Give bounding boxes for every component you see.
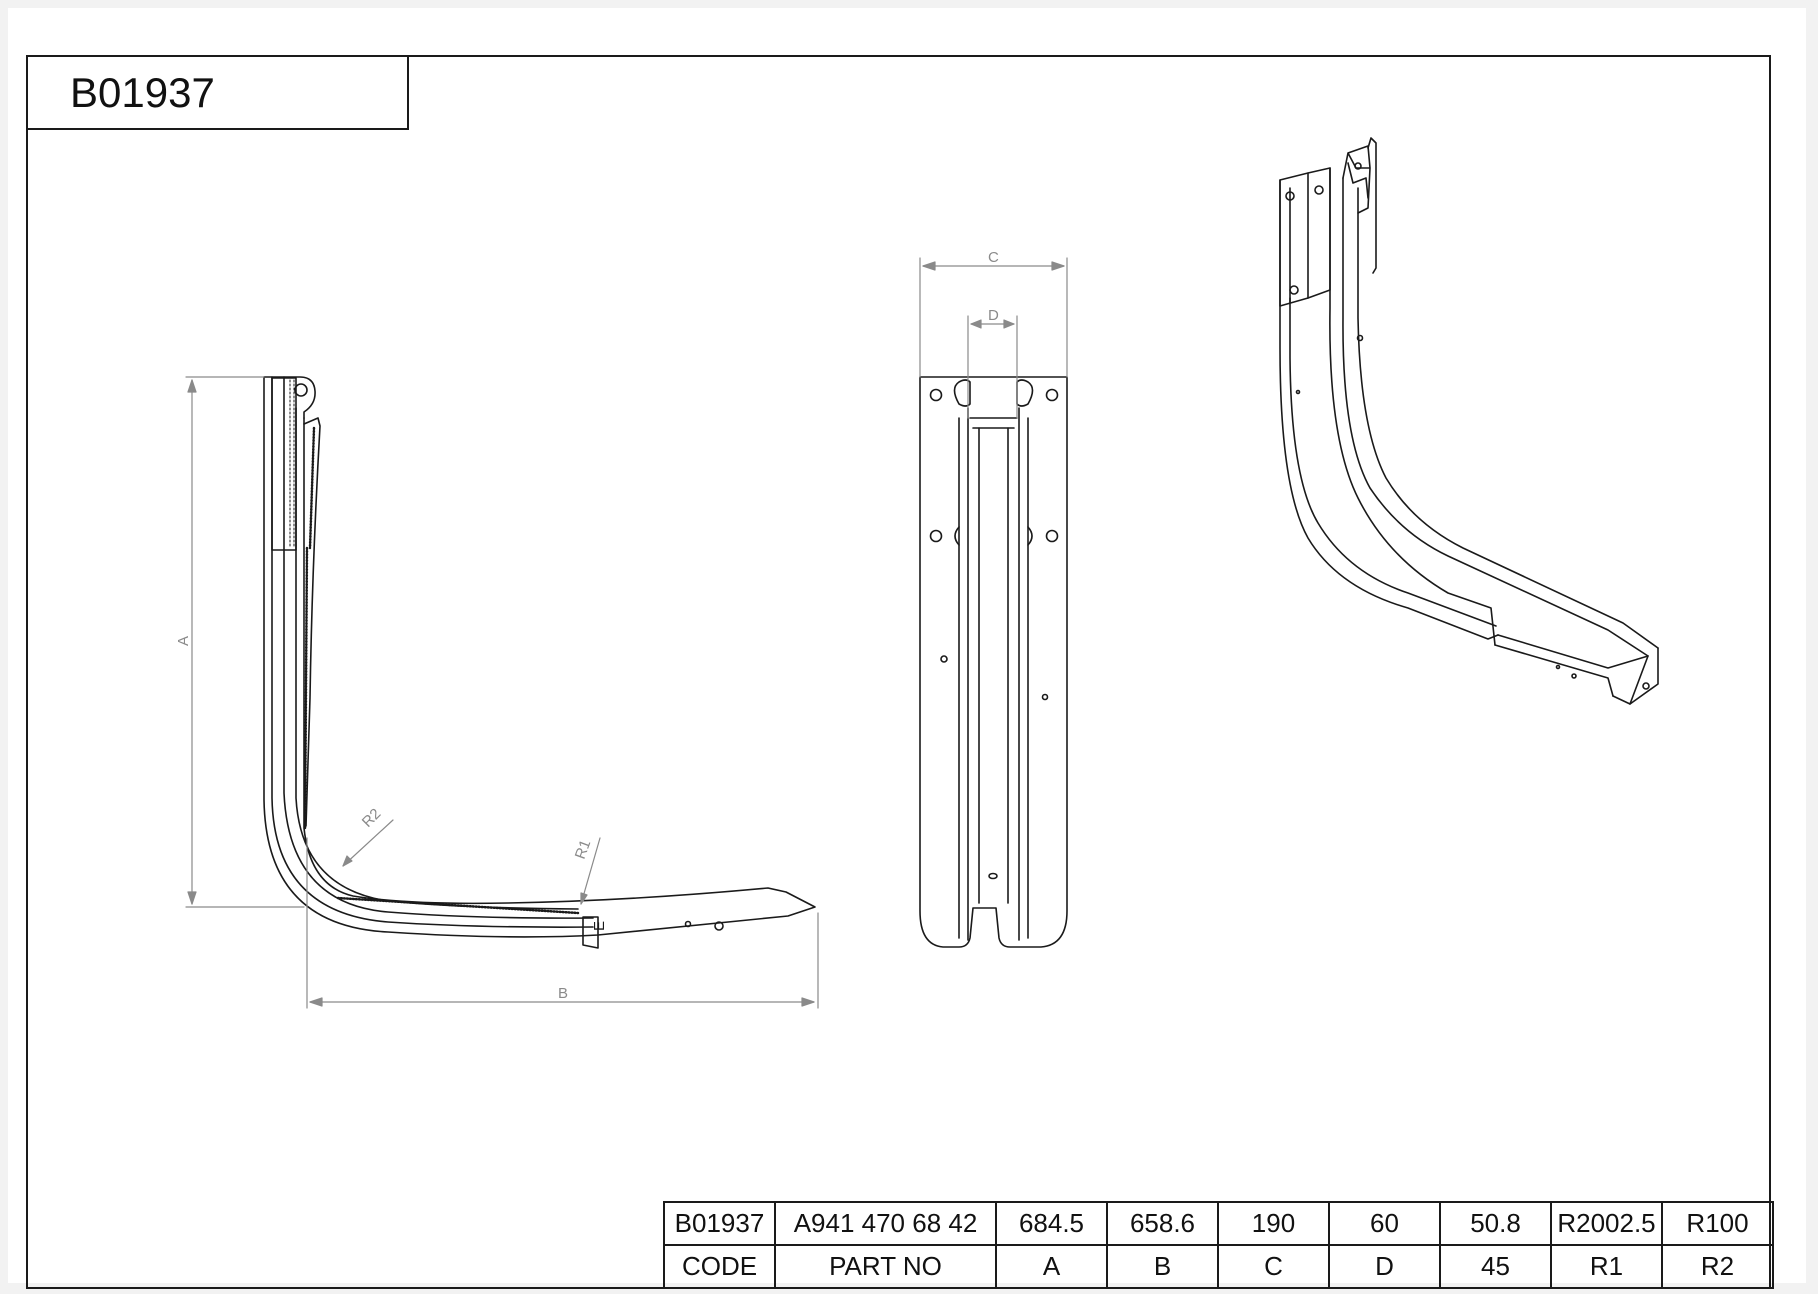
front-hole-1: [929, 388, 943, 402]
iso-outer-rail: [1279, 179, 1499, 640]
spec-header-cell: CODE: [663, 1244, 776, 1289]
dimension-r2-label: R2: [359, 805, 385, 831]
side-view-guide-strip: [303, 417, 321, 827]
front-mid-slots: [954, 526, 1033, 546]
spec-cell: 684.5: [995, 1201, 1108, 1246]
front-view: [919, 376, 1068, 948]
spec-cell: 60: [1328, 1201, 1441, 1246]
spec-header-cell: R2: [1661, 1244, 1774, 1289]
side-view-top-flange: [263, 376, 316, 419]
iso-hole-7: [1642, 682, 1650, 690]
spec-cell: A941 470 68 42: [774, 1201, 997, 1246]
spec-header-cell: 45: [1439, 1244, 1552, 1289]
dimension-r1-leader: [580, 837, 601, 905]
iso-hole-5: [1356, 334, 1364, 342]
title-block: B01937: [26, 55, 409, 130]
hatch-lines-3: [336, 896, 580, 915]
front-hole-2: [1045, 388, 1059, 402]
side-view-inner-edge-2: [283, 376, 594, 919]
dimension-r2-leader: [342, 819, 394, 867]
spec-header-cell: B: [1106, 1244, 1219, 1289]
spec-cell: 190: [1217, 1201, 1330, 1246]
dimension-d-label: D: [988, 307, 999, 324]
iso-hole-2: [1314, 185, 1324, 195]
iso-bracket-edges: [1289, 172, 1309, 303]
iso-hole-1: [1285, 191, 1295, 201]
spec-cell: 50.8: [1439, 1201, 1552, 1246]
front-channel-top: [969, 417, 1018, 429]
spec-cell: B01937: [663, 1201, 776, 1246]
side-view: [263, 376, 816, 949]
tail-hole-1: [684, 920, 692, 928]
spec-cell: 658.6: [1106, 1201, 1219, 1246]
side-view-end-step: [582, 916, 599, 949]
spec-header-cell: D: [1328, 1244, 1441, 1289]
iso-outer-rail-2: [1289, 297, 1497, 627]
drawing-code: B01937: [70, 69, 215, 116]
dimension-e-label: E: [591, 921, 608, 931]
iso-hole-9: [1555, 664, 1561, 670]
iso-center-channel: [1342, 177, 1649, 705]
iso-inner-rail: [1329, 167, 1496, 646]
spec-header-cell: A: [995, 1244, 1108, 1289]
iso-tail: [1494, 634, 1649, 697]
front-slot-bottom: [988, 872, 998, 880]
iso-hole-8: [1571, 673, 1577, 679]
front-view-dimensions: [919, 257, 1068, 419]
iso-right-bracket-2: [1347, 137, 1377, 274]
side-view-inner-edge-3: [295, 407, 579, 910]
iso-hole-4: [1354, 162, 1362, 170]
front-slot-left: [953, 379, 971, 407]
dimension-b-label: B: [558, 985, 568, 1002]
side-view-outer-edge: [263, 376, 816, 938]
drawing-sheet: B01937: [8, 8, 1806, 1289]
spec-header-cell: PART NO: [774, 1244, 997, 1289]
dimension-c-label: C: [988, 249, 999, 266]
side-view-inner-edge-1: [271, 376, 594, 928]
front-hole-5: [940, 655, 948, 663]
dimension-a-label: A: [175, 636, 192, 646]
dimension-r1-label: R1: [572, 838, 595, 862]
spec-cell: R100: [1661, 1201, 1774, 1246]
specification-table: B01937 A941 470 68 42 684.5 658.6 190 60…: [663, 1201, 1774, 1289]
iso-hole-6: [1295, 389, 1301, 395]
isometric-view: [1279, 137, 1659, 705]
spec-header-row: CODE PART NO A B C D 45 R1 R2: [663, 1244, 1774, 1289]
technical-drawing: A B C D E R2 R1: [175, 137, 1659, 1009]
front-hole-4: [1045, 529, 1059, 543]
iso-hole-3: [1289, 285, 1299, 295]
front-hole-3: [929, 529, 943, 543]
front-slot-right: [1016, 379, 1034, 407]
spec-values-row: B01937 A941 470 68 42 684.5 658.6 190 60…: [663, 1201, 1774, 1246]
drawing-frame: [26, 55, 1771, 1289]
front-hole-6: [1041, 693, 1049, 701]
tail-hole-2: [714, 921, 724, 931]
hatch-lines: [289, 379, 295, 549]
side-view-dimensions: [185, 376, 819, 1009]
iso-tail-end: [1629, 647, 1659, 705]
hatch-lines-2: [303, 426, 316, 830]
spec-header-cell: R1: [1550, 1244, 1663, 1289]
iso-center-channel-2: [1357, 187, 1659, 649]
spec-header-cell: C: [1217, 1244, 1330, 1289]
front-view-outline: [919, 376, 1068, 948]
spec-cell: R2002.5: [1550, 1201, 1663, 1246]
side-view-upper-block: [271, 377, 297, 551]
pivot-hole: [294, 383, 308, 397]
